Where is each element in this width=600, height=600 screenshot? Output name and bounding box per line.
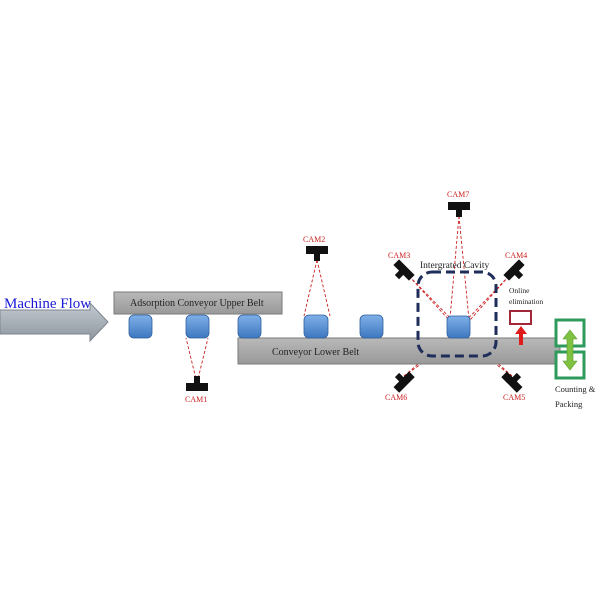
cam5-icon bbox=[501, 371, 523, 393]
upper-belt: Adsorption Conveyor Upper Belt bbox=[113, 291, 283, 315]
machine-flow-label: Machine Flow bbox=[4, 296, 91, 312]
integrated-cavity bbox=[416, 270, 498, 358]
cam2-icon bbox=[306, 246, 328, 261]
cam7-label: CAM7 bbox=[447, 190, 469, 199]
cam2-label: CAM2 bbox=[303, 235, 325, 244]
packing-updown-arrow-icon bbox=[562, 329, 578, 371]
cam7-icon bbox=[448, 202, 470, 217]
machine-flow-arrow bbox=[0, 301, 109, 343]
products bbox=[128, 314, 471, 339]
product-item bbox=[128, 314, 153, 339]
online-elimination-label-line1: Online bbox=[509, 286, 530, 295]
counting-label-line1: Counting & bbox=[555, 384, 596, 394]
counting-label-line2: Packing bbox=[555, 399, 583, 409]
lower-belt-label: Conveyor Lower Belt bbox=[272, 347, 359, 358]
cam6-label: CAM6 bbox=[385, 393, 407, 402]
product-item bbox=[185, 314, 210, 339]
cam6-icon bbox=[393, 371, 415, 393]
cam1-icon bbox=[186, 376, 208, 391]
elimination-box bbox=[509, 310, 532, 325]
upper-belt-label: Adsorption Conveyor Upper Belt bbox=[130, 298, 264, 309]
elimination-arrow-icon bbox=[515, 326, 527, 345]
online-elimination-label-line2: elimination bbox=[509, 297, 543, 306]
cavity-label: Intergrated Cavity bbox=[420, 261, 489, 271]
cam1-label: CAM1 bbox=[185, 395, 207, 404]
cam3-icon bbox=[393, 259, 415, 281]
cam3-label: CAM3 bbox=[388, 251, 410, 260]
product-item bbox=[446, 315, 471, 339]
product-item bbox=[237, 314, 262, 339]
lower-belt: Conveyor Lower Belt bbox=[237, 337, 561, 365]
online-elimination: Online elimination bbox=[509, 286, 543, 345]
counting-packing: Counting & Packing bbox=[554, 318, 596, 409]
product-item bbox=[359, 314, 384, 339]
cam4-label: CAM4 bbox=[505, 251, 527, 260]
cam4-icon bbox=[503, 259, 525, 281]
product-item bbox=[303, 314, 329, 339]
cam5-label: CAM5 bbox=[503, 393, 525, 402]
